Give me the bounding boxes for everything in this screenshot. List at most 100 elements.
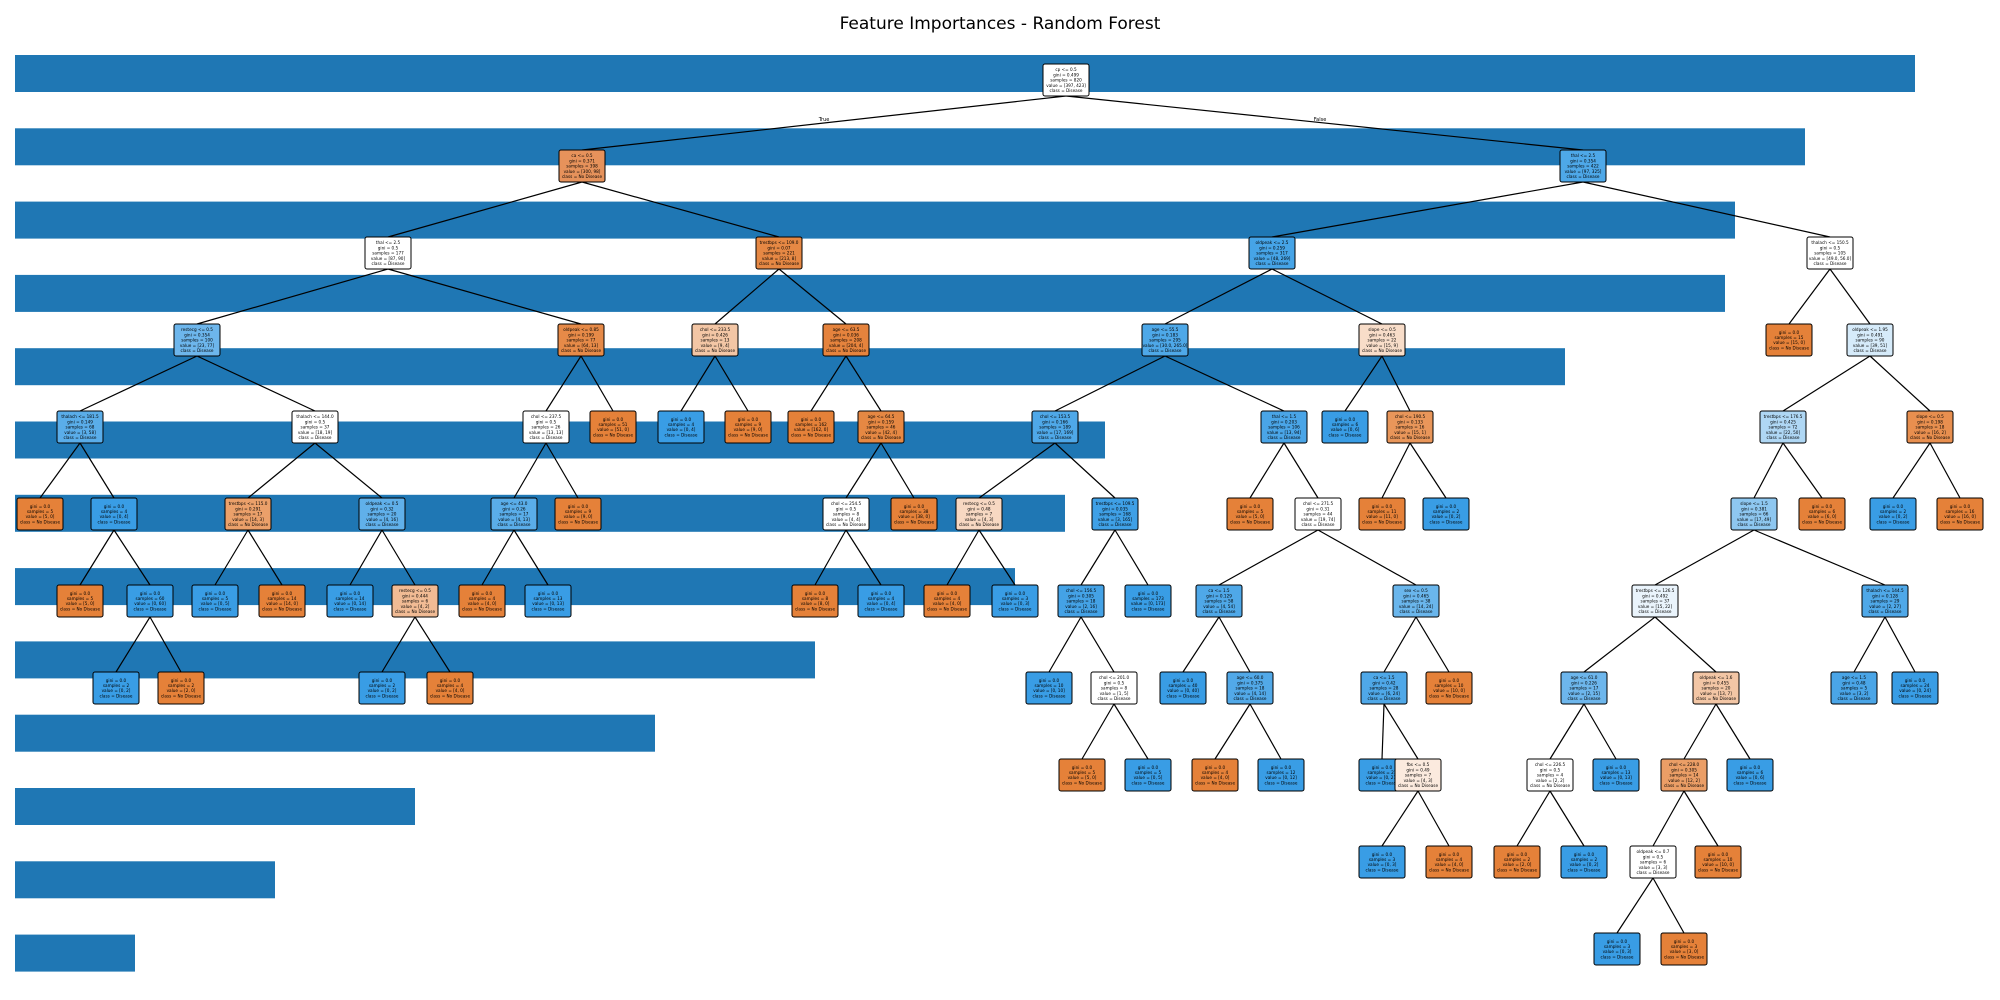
tree-edge-14 (79, 355, 198, 412)
tree-node-line: gini = 0.5 (1643, 854, 1664, 859)
tree-node-box (16, 497, 64, 531)
tree-node-line: class = No Disease (795, 606, 835, 611)
tree-node-line: value = [42, 4] (865, 430, 897, 435)
tree-node-line: class = Disease (298, 435, 331, 440)
tree-node-line: gini = 0.0 (205, 591, 226, 596)
tree-node-line: value = [16, 0] (1944, 514, 1976, 519)
tree-node-line: gini = 0.0 (1607, 939, 1628, 944)
tree-node-line: class = No Disease (562, 174, 602, 179)
tree-node-line: gini = 0.0 (1173, 678, 1194, 683)
tree-node-box (1425, 671, 1473, 705)
tree-edge-53 (513, 529, 549, 586)
tree-node-line: value = [0, 13] (532, 601, 564, 606)
tree-node-line: samples = 317 (1256, 251, 1288, 256)
tree-node-line: samples = 820 (1050, 78, 1082, 83)
tree-node-box (1025, 671, 1073, 705)
tree-node-box (1124, 584, 1172, 618)
tree-node-line: class = Disease (1567, 867, 1600, 872)
tree-node-line: class = Disease (1766, 435, 1799, 440)
tree-node-line: gini = 0.203 (1271, 419, 1297, 424)
tree-node-box (1392, 584, 1440, 618)
tree-node-line: value = [6, 24] (1368, 691, 1400, 696)
tree-node-line: value = [0, 13] (1600, 775, 1632, 780)
tree-node-box (791, 584, 839, 618)
tree-node-line: value = [4, 4] (832, 517, 861, 522)
tree-node-line: gini = 0.166 (1042, 419, 1068, 424)
tree-node-box (1124, 758, 1172, 792)
tree-node-box (1936, 497, 1984, 531)
tree-node-line: value = [5, 0] (66, 601, 95, 606)
tree-node-box (1248, 236, 1296, 270)
tree-node-line: samples = 2 (1504, 857, 1531, 862)
tree-edge-7 (387, 268, 582, 325)
tree-node-line: oldpeak <= 2.5 (1256, 240, 1289, 245)
tree-node-line: samples = 177 (372, 251, 404, 256)
tree-node-line: value = [397, 423] (1046, 83, 1086, 88)
tree-node-line: samples = 4 (1537, 773, 1564, 778)
tree-node-box (1846, 323, 1894, 357)
tree-edge-60 (1218, 529, 1319, 586)
tree-node-line: class = No Disease (826, 348, 866, 353)
tree-node-line: gini = 0.354 (184, 332, 210, 337)
tree-edge-76 (1853, 616, 1886, 673)
tree-node-line: value = [0, 12] (1265, 775, 1297, 780)
tree-edge-89 (1417, 790, 1450, 847)
tree-node-line: gini = 0.291 (235, 506, 261, 511)
tree-edge-61 (1317, 529, 1417, 586)
tree-node-box (1058, 758, 1106, 792)
tree-node-line: gini = 0.0 (1606, 765, 1627, 770)
tree-node-line: chol <= 156.5 (1066, 588, 1097, 593)
tree-node-line: samples = 398 (566, 164, 598, 169)
tree-node-line: value = [15, 1] (1394, 430, 1426, 435)
tree-edge-24 (1344, 355, 1383, 412)
tree-node-box (1358, 497, 1406, 531)
tree-edge-45 (1929, 442, 1961, 499)
tree-edge-28 (39, 442, 81, 499)
tree-node-box (56, 584, 104, 618)
tree-node-line: gini = 0.0 (106, 678, 127, 683)
tree-edge-72 (1383, 616, 1417, 673)
tree-edge-40 (1381, 442, 1411, 499)
tree-node-line: value = [4, 3] (1404, 778, 1433, 783)
tree-node-line: class = No Disease (1362, 519, 1402, 524)
tree-edge-66 (381, 616, 416, 673)
tree-node-line: value = [9, 4] (701, 343, 730, 348)
tree-node-line: samples = 5 (1841, 686, 1868, 691)
tree-node-line: age <= 63.5 (833, 327, 860, 332)
tree-node-line: samples = 7 (1405, 773, 1432, 778)
tree-node-line: gini = 0.0 (1883, 504, 1904, 509)
tree-node-line: samples = 9 (565, 509, 592, 514)
tree-edge-12 (1788, 268, 1831, 325)
tree-edge-68 (1048, 616, 1082, 673)
tree-edge-46 (79, 529, 115, 586)
tree-node-line: value = [0, 3] (1368, 862, 1397, 867)
tree-node-line: samples = 29 (1871, 599, 1900, 604)
tree-node-line: samples = 14 (268, 596, 297, 601)
tree-node-line: value = [0, 21] (1366, 775, 1398, 780)
tree-edge-51 (381, 529, 416, 586)
tree-edge-86 (1683, 703, 1717, 760)
tree-node-line: samples = 100 (181, 338, 213, 343)
tree-node-box (173, 323, 221, 357)
tree-node-box (857, 584, 905, 618)
tree-edge-18 (680, 355, 716, 412)
tree-node-line: gini = 0.354 (1570, 158, 1596, 163)
tree-node-box (1593, 932, 1641, 966)
tree-node-line: class = No Disease (1230, 519, 1270, 524)
tree-node-line: gini = 0.259 (1259, 245, 1285, 250)
tree-node-line: class = No Disease (20, 519, 60, 524)
tree-edge-55 (845, 529, 882, 586)
tree-node-line: samples = 13 (534, 596, 563, 601)
